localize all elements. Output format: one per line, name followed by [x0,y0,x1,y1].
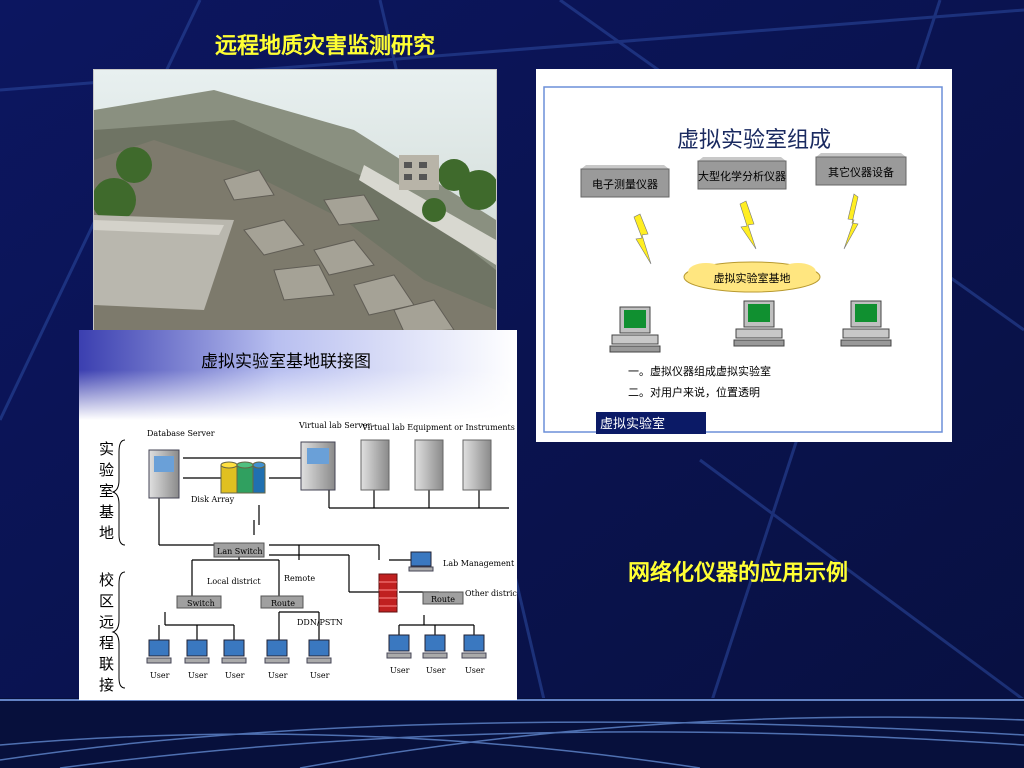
lab-base-label: 虚拟实验室基地 [714,271,791,285]
other-district-label: Other district [465,589,517,598]
composition-note-2: 二。对用户来说，位置透明 [628,385,760,399]
disk-array-icon [220,461,266,494]
slide-title-top: 远程地质灾害监测研究 [215,34,436,59]
svg-text:远: 远 [99,613,114,631]
remote-label: Remote [284,574,315,583]
equipment-label: Virtual lab Equipment or Instruments [361,423,515,432]
diagram-title: 虚拟实验室基地联接图 [201,352,371,372]
instrument-label-2: 大型化学分析仪器 [698,169,786,183]
instrument-box-3: 其它仪器设备 [815,153,907,186]
instrument-box-1: 电子测量仪器 [580,165,670,198]
lan-switch-icon [213,542,265,558]
switch-label: Switch [187,599,215,608]
lab-base-cloud: 虚拟实验室基地 [683,261,821,293]
user-pc-icon [146,639,172,664]
slide-title-bottom: 网络化仪器的应用示例 [628,561,849,586]
user-label: User [426,666,446,675]
user-pc-icon [184,639,210,664]
landslide-photo [93,69,497,338]
instrument-box-2: 大型化学分析仪器 [697,157,787,190]
computer-icon [840,300,892,347]
svg-text:地: 地 [99,524,114,542]
instrument-label-1: 电子测量仪器 [592,178,658,191]
svg-text:校: 校 [99,571,114,589]
lan-switch-label: Lan Switch [217,547,263,556]
svg-text:程: 程 [99,634,114,652]
instrument-label-3: 其它仪器设备 [828,165,894,179]
user-label: User [465,666,485,675]
user-label: User [225,671,245,680]
instrument-tower-icon [360,439,390,491]
instrument-tower-icon [414,439,444,491]
user-label: User [310,671,330,680]
user-label: User [188,671,208,680]
route-icon [422,591,464,605]
svg-text:区: 区 [99,592,114,610]
user-pc-icon [221,639,247,664]
disk-array-label: Disk Array [191,495,235,504]
user-label: User [268,671,288,680]
svg-text:基: 基 [99,503,114,521]
svg-text:实: 实 [99,440,114,458]
lightning-icon [633,213,652,265]
route-label-remote: Route [271,599,295,608]
composition-note-1: 一。虚拟仪器组成虚拟实验室 [628,364,771,378]
virtual-lab-badge: 虚拟实验室 [600,416,665,432]
user-pc-icon [264,639,290,664]
user-label: User [150,671,170,680]
database-server-icon [148,449,180,499]
network-diagram-panel: 虚拟实验室基地联接图 实验室 基地 校区远 程联接 [79,330,517,700]
virtual-lab-server-icon [300,441,336,491]
user-pc-icon [422,634,448,659]
computer-icon [609,306,661,353]
lightning-icon [843,193,859,250]
svg-text:室: 室 [99,482,114,500]
lab-management-pc-icon [408,551,434,572]
user-pc-icon [386,634,412,659]
route-icon [260,595,304,609]
svg-text:验: 验 [99,461,114,479]
side-label-campus-remote: 校区远 程联接 [99,571,114,694]
virtual-lab-composition-panel: 虚拟实验室组成 电子测量仪器 大型化学分析仪器 其它仪器设备 虚拟实验室基地 [536,69,952,442]
instrument-tower-icon [462,439,492,491]
virtual-lab-server-label: Virtual lab Server [298,421,372,430]
side-label-lab-base: 实验室 基地 [99,440,114,542]
lightning-icon [739,200,757,250]
route-label-other: Route [431,595,455,604]
svg-text:接: 接 [99,676,114,694]
user-pc-icon [306,639,332,664]
user-pc-icon [461,634,487,659]
computer-icon [733,300,785,347]
firewall-icon [378,573,398,613]
database-server-label: Database Server [147,429,215,438]
ddn-pstn-label: DDN/PSTN [297,618,343,627]
lab-management-label: Lab Management [443,559,515,568]
svg-text:联: 联 [99,655,114,673]
user-label: User [390,666,410,675]
composition-title: 虚拟实验室组成 [677,128,831,153]
switch-icon [176,595,222,609]
local-district-label: Local district [207,577,261,586]
